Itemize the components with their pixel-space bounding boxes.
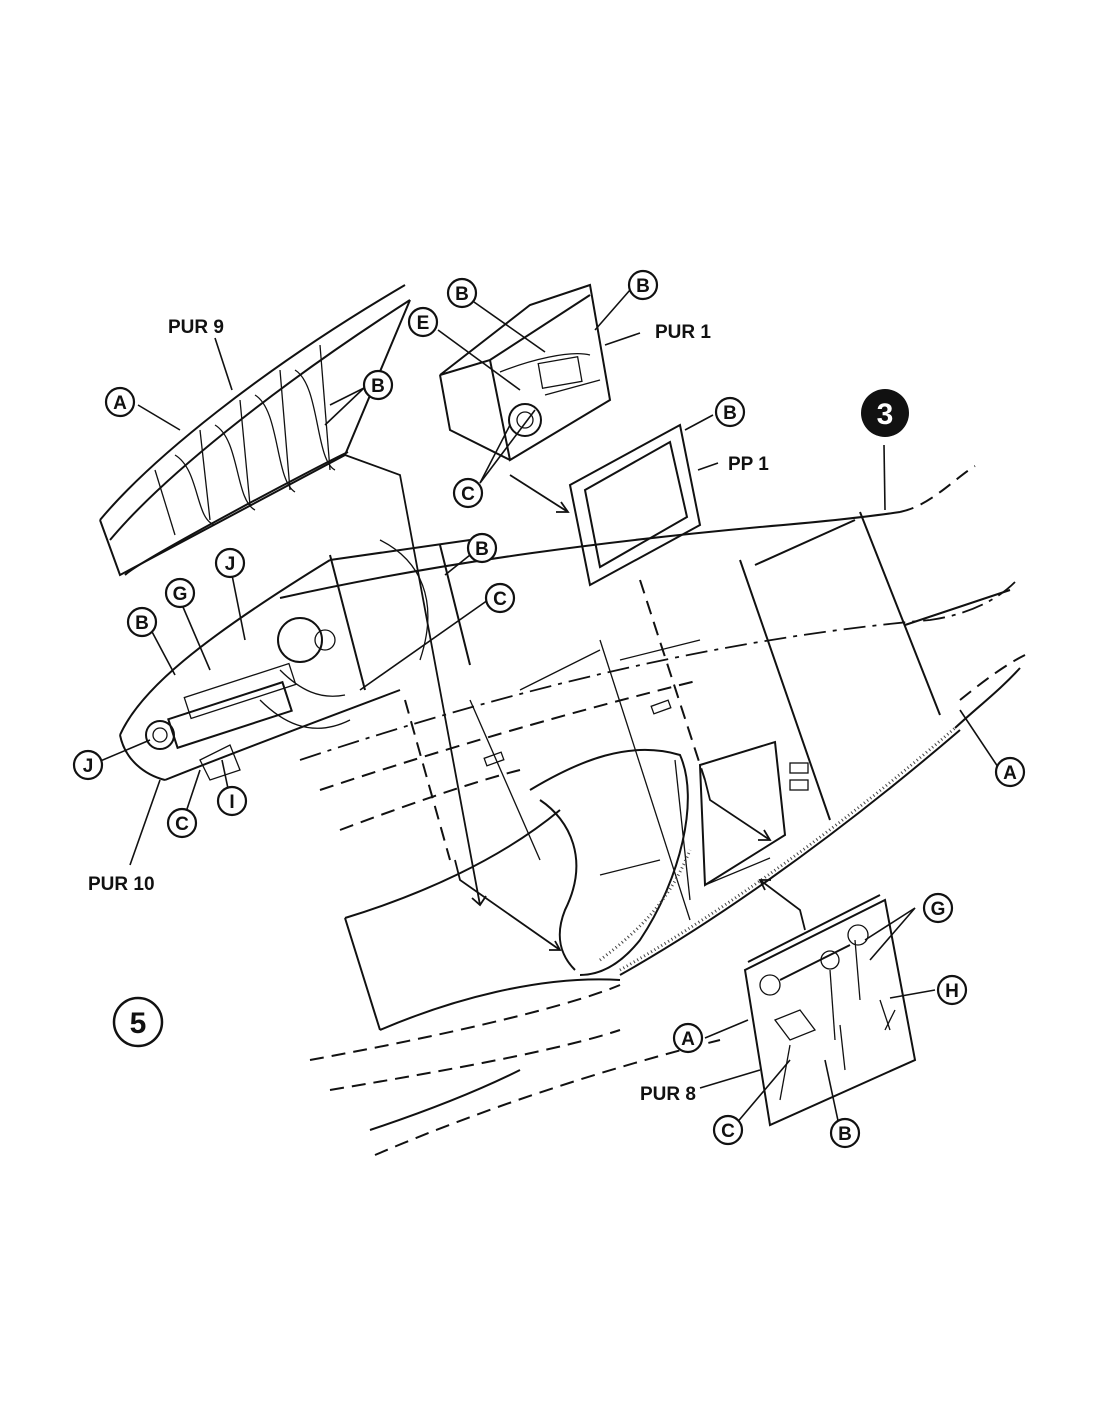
label-pur8: PUR 8 [640,1084,696,1105]
callout-gun-j-top: J [214,547,246,579]
canopy-part-pur9 [99,284,411,577]
callout-box-c: C [452,477,484,509]
label-pur10: PUR 10 [88,874,155,895]
svg-text:B: B [371,376,385,397]
callout-canopy-a: A [104,386,136,418]
callout-fuselage-a: A [994,756,1026,788]
label-pp1: PP 1 [728,454,769,475]
svg-text:C: C [175,814,189,835]
callout-gun-j-left: J [72,749,104,781]
plate-part-pur8 [743,894,917,1127]
panel-opening [698,740,787,887]
callout-box-b-right: B [627,269,659,301]
cockpit-tub [344,748,692,1031]
callout-gun-b-left: B [126,606,158,638]
svg-text:B: B [455,284,469,305]
callout-gun-b-right: B [466,532,498,564]
callout-gun-c-bottom: C [166,807,198,839]
svg-text:J: J [225,554,236,575]
frame-part-pp1 [568,423,702,587]
gun-bay-assembly [119,539,471,781]
label-pur1: PUR 1 [655,322,711,343]
label-pur9: PUR 9 [168,317,224,338]
callout-gun-c-right: C [484,582,516,614]
callout-frame-b: B [714,396,746,428]
svg-text:A: A [681,1029,695,1050]
svg-text:B: B [838,1124,852,1145]
assembly-arrows [344,454,806,951]
svg-text:A: A [1003,763,1017,784]
svg-text:J: J [83,756,94,777]
svg-text:B: B [636,276,650,297]
svg-text:H: H [945,981,959,1002]
step-number-badge: 5 [112,996,164,1048]
leader-lines [97,289,1001,1131]
callout-gun-g: G [164,577,196,609]
callout-plate-h: H [936,974,968,1006]
svg-text:E: E [417,313,430,334]
callout-plate-b: B [829,1117,861,1149]
callout-box-b-left: B [446,277,478,309]
svg-text:C: C [721,1121,735,1142]
svg-text:G: G [931,899,946,920]
svg-text:A: A [113,393,127,414]
svg-text:C: C [461,484,475,505]
callout-box-e: E [407,306,439,338]
svg-text:I: I [229,792,234,813]
svg-text:3: 3 [877,398,894,431]
callout-canopy-b: B [362,369,394,401]
reference-step-badge: 3 [861,389,909,437]
svg-text:C: C [493,589,507,610]
svg-text:G: G [173,584,188,605]
svg-text:B: B [135,613,149,634]
svg-text:B: B [475,539,489,560]
svg-text:5: 5 [130,1007,147,1040]
callout-plate-a: A [672,1022,704,1054]
callout-gun-i: I [216,785,248,817]
callout-plate-g: G [922,892,954,924]
box-part-pur1 [439,283,612,462]
svg-text:B: B [723,403,737,424]
callout-plate-c: C [712,1114,744,1146]
